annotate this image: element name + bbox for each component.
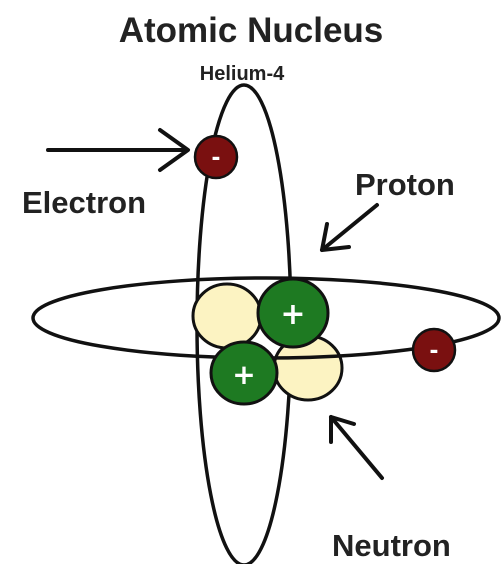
electron-label: Electron — [22, 185, 146, 220]
neutron-back-left — [191, 282, 263, 350]
electron-right — [411, 327, 457, 373]
proton-lower-charge: + — [232, 358, 255, 391]
neutron-arrow — [329, 415, 384, 480]
proton-lower — [209, 340, 279, 406]
electron-arrow — [46, 128, 190, 172]
proton-upper-charge: + — [280, 297, 305, 332]
proton-label: Proton — [355, 167, 455, 202]
proton-arrow — [320, 203, 379, 252]
electron-top-charge: - — [211, 146, 220, 171]
diagram-title: Atomic Nucleus — [119, 11, 384, 50]
electron-top — [193, 134, 239, 180]
diagram-subtitle: Helium-4 — [200, 63, 285, 85]
electron-right-charge: - — [429, 339, 438, 364]
neutron-label: Neutron — [332, 528, 451, 563]
proton-upper — [256, 277, 330, 349]
